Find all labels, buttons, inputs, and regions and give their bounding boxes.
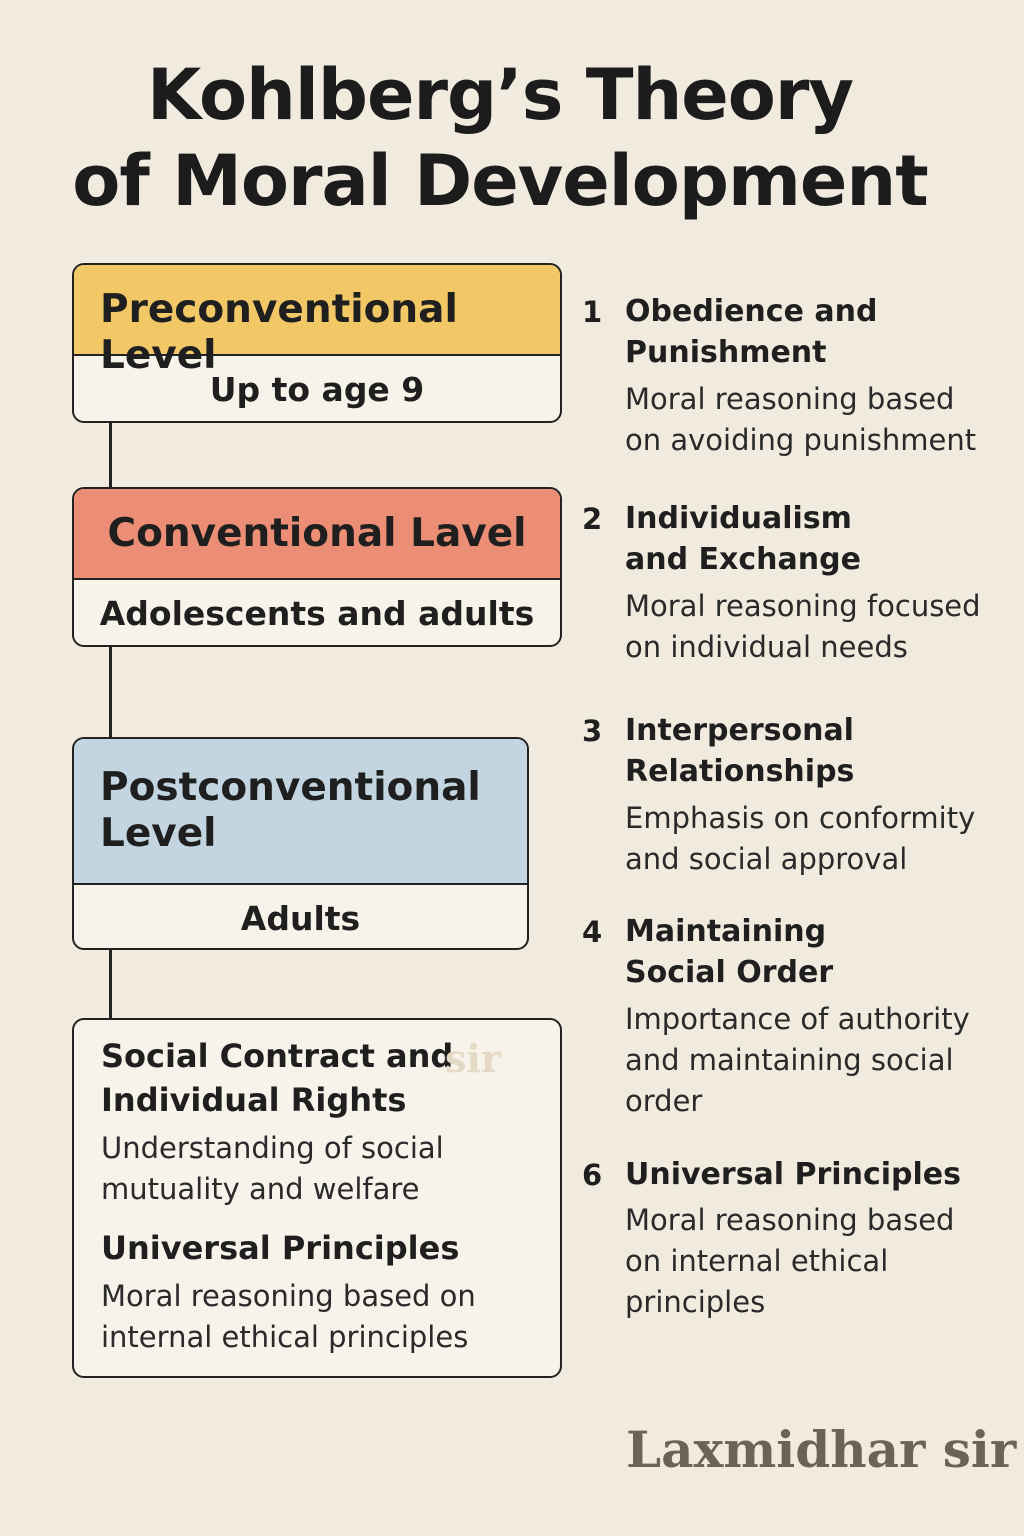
connector-line xyxy=(109,422,112,488)
stage-name: Obedience and Punishment xyxy=(625,294,878,370)
stage-description: Moral reasoning focused on individual ne… xyxy=(625,589,981,664)
connector-line xyxy=(109,646,112,738)
stage-description: Importance of authority and maintaining … xyxy=(625,1002,970,1118)
level-header: Preconventional Level xyxy=(74,265,560,378)
stage-number: 3 xyxy=(582,714,603,748)
level-header: Conventional Lavel xyxy=(74,489,560,580)
stage-number: 2 xyxy=(582,502,603,536)
stage-number: 1 xyxy=(582,295,603,329)
box-text-universal: Moral reasoning based on internal ethica… xyxy=(101,1279,476,1354)
stage-name: Maintaining Social Order xyxy=(625,914,834,990)
box-heading-social-contract: Social Contract and Individual Rights xyxy=(101,1037,454,1119)
stage-number: 4 xyxy=(582,915,603,949)
stage-name: Universal Principles xyxy=(625,1157,961,1192)
level-age: Up to age 9 xyxy=(209,370,425,409)
title-line-2: of Moral Development xyxy=(72,140,928,222)
stage-number: 6 xyxy=(582,1158,603,1192)
stage-description: Moral reasoning based on internal ethica… xyxy=(625,1203,955,1319)
level-age: Adults xyxy=(240,899,361,938)
title-line-1: Kohlberg’s Theory xyxy=(146,54,854,136)
box-text-social-contract: Understanding of social mutuality and we… xyxy=(101,1131,444,1206)
level-card-conventional: Conventional Lavel Adolescents and adult… xyxy=(72,487,562,647)
level-card-postconventional: Postconventional Level Adults xyxy=(72,737,529,950)
level-card-preconventional: Preconventional Level Up to age 9 xyxy=(72,263,562,423)
watermark-text: sir xyxy=(445,1036,501,1081)
level-header: Postconventional Level xyxy=(74,739,527,885)
stage-name: Interpersonal Relationships xyxy=(625,713,855,789)
stage-description: Moral reasoning based on avoiding punish… xyxy=(625,382,977,457)
stage-name: Individualism and Exchange xyxy=(625,501,861,577)
page-title: Kohlberg’s Theory of Moral Development xyxy=(0,52,1000,224)
author-signature: Laxmidhar sir xyxy=(626,1420,1017,1479)
box-heading-universal: Universal Principles xyxy=(101,1229,460,1267)
connector-line xyxy=(109,949,112,1019)
level-age: Adolescents and adults xyxy=(99,594,535,633)
postconventional-details-box: Social Contract and Individual Rights Un… xyxy=(72,1018,562,1378)
stage-description: Emphasis on conformity and social approv… xyxy=(625,801,976,876)
